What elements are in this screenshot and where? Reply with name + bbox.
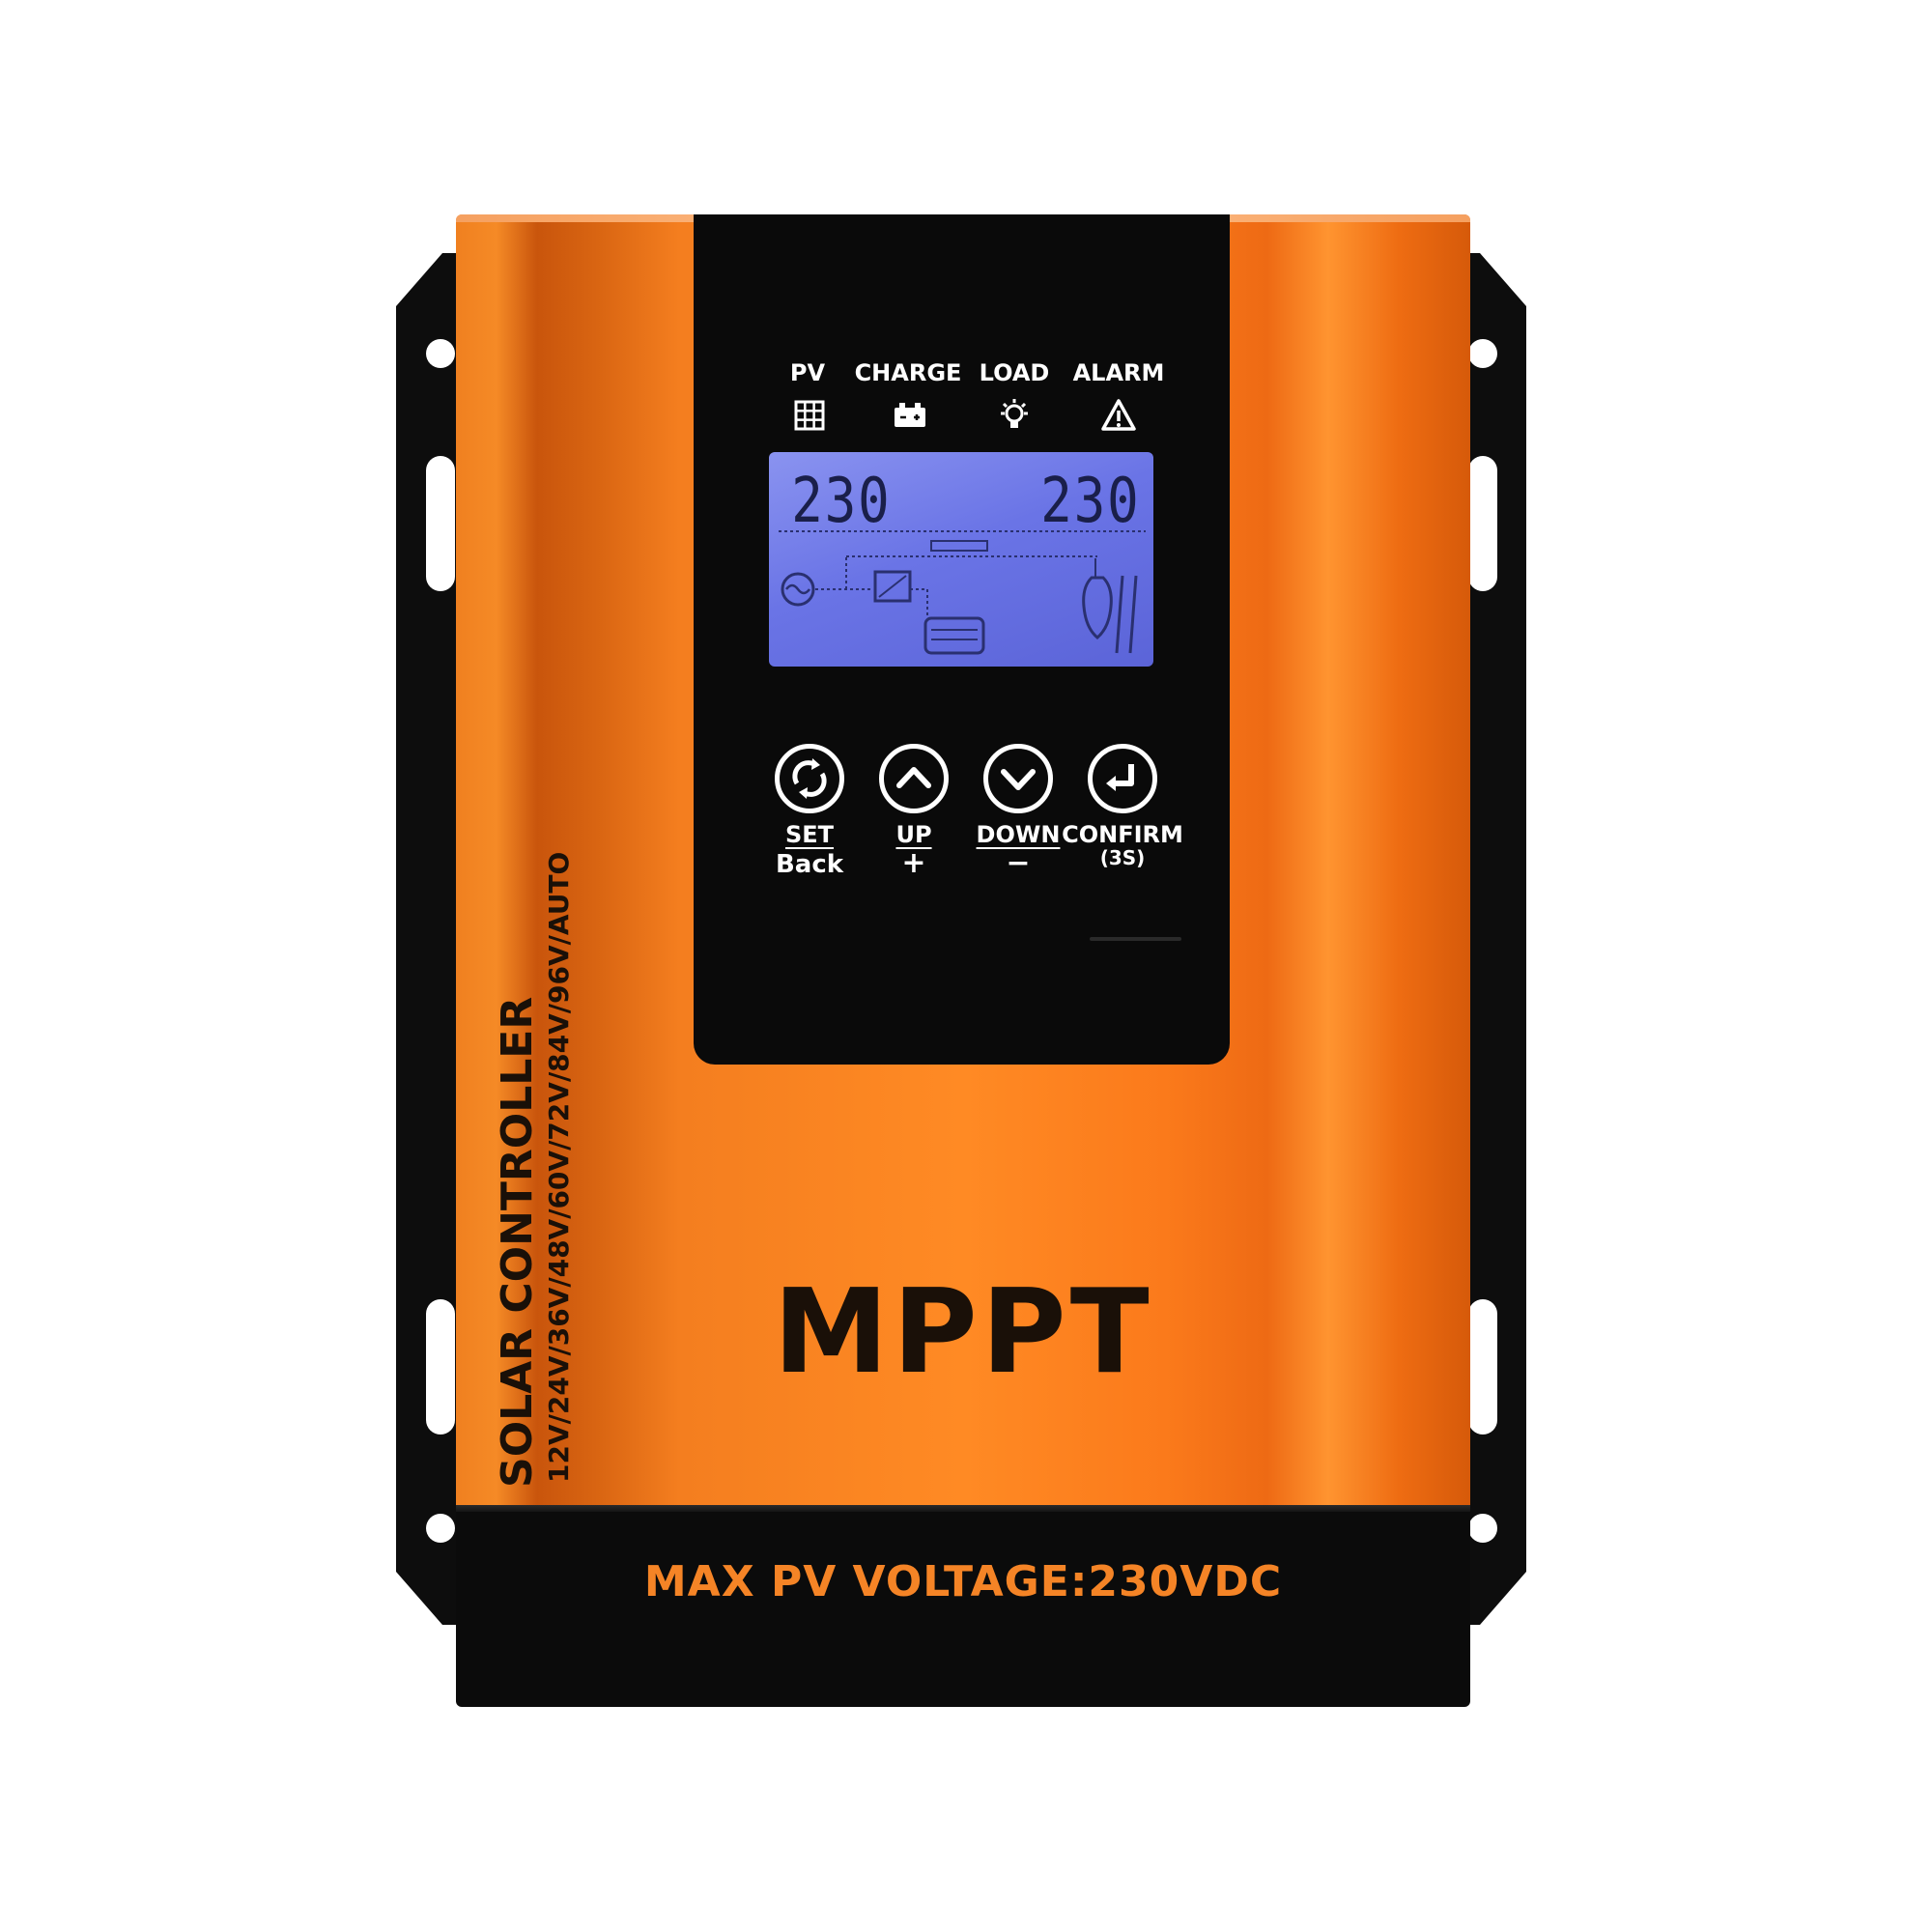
lcd-battery-voltage: 230 (1040, 466, 1141, 537)
mppt-logo: MPPT (773, 1265, 1153, 1400)
indicator-charge-label: CHARGE (854, 359, 962, 386)
lcd-screen: 230 230 (769, 452, 1153, 667)
mount-hole (426, 339, 455, 368)
plus-label: + (901, 846, 926, 880)
indicator-pv-label: PV (789, 359, 826, 386)
mount-hole (1468, 1514, 1497, 1543)
panel-seam (1090, 937, 1181, 941)
confirm-button[interactable] (1088, 744, 1157, 813)
mount-slot (426, 456, 455, 591)
indicator-load-label: LOAD (979, 359, 1050, 386)
up-button-label: UP (895, 821, 932, 848)
down-button-label: DOWN (976, 821, 1061, 848)
chevron-down-icon (1001, 769, 1036, 790)
confirm-button-label: CONFIRM (1062, 821, 1183, 848)
bulb-icon (1001, 399, 1028, 428)
mount-slot (1468, 456, 1497, 591)
mount-slot (426, 1299, 455, 1435)
mount-slot (1468, 1299, 1497, 1435)
solar-controller-label: SOLAR CONTROLLER (493, 996, 542, 1488)
minus-label: − (1006, 846, 1031, 880)
lcd-flow-diagram (779, 530, 1146, 655)
chevron-up-icon (896, 767, 931, 788)
down-button[interactable] (983, 744, 1053, 813)
mount-hole (1468, 339, 1497, 368)
enter-icon (1106, 764, 1134, 791)
refresh-icon (792, 758, 827, 799)
bottom-band-edge (456, 1505, 1470, 1515)
battery-icon (895, 403, 925, 427)
set-back-button[interactable] (775, 744, 844, 813)
max-pv-voltage-label: MAX PV VOLTAGE:230VDC (643, 1557, 1283, 1606)
set-button-label: SET (784, 821, 835, 848)
back-button-label: Back (775, 850, 844, 879)
indicator-alarm-label: ALARM (1072, 359, 1165, 386)
confirm-hold-label: (3S) (1099, 846, 1146, 869)
solar-panel-icon (794, 400, 825, 431)
mount-hole (426, 1514, 455, 1543)
bottom-band (456, 1512, 1470, 1707)
up-button[interactable] (879, 744, 949, 813)
lcd-pv-voltage: 230 (791, 466, 892, 537)
warning-icon (1101, 399, 1136, 431)
